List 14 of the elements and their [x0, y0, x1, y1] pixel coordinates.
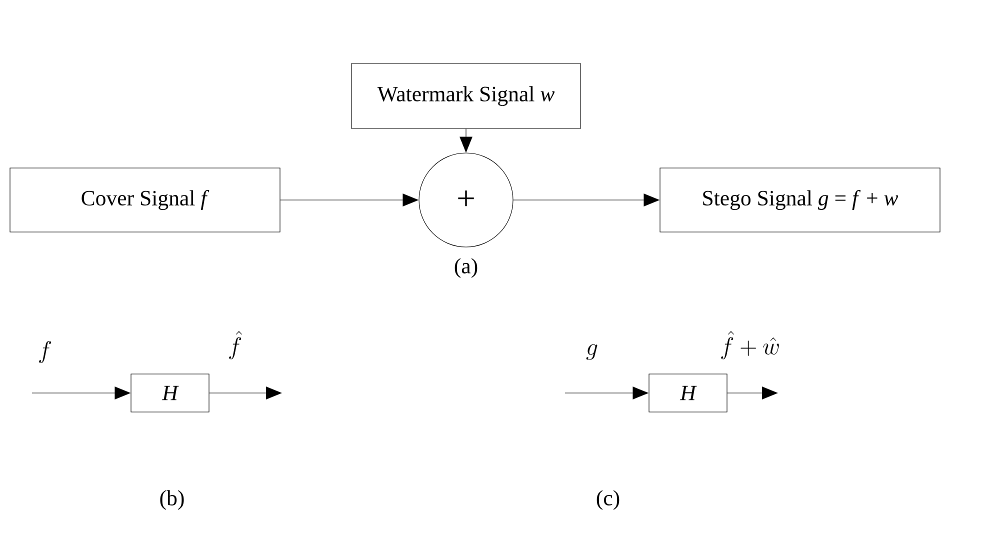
signal-box: Stego Signal g = f + w — [660, 168, 940, 232]
edge-label: $f$ — [39, 340, 52, 364]
signal-box: Watermark Signal w — [351, 63, 581, 129]
panel-label: (b) — [160, 490, 184, 510]
edge-label: $\hat{f}+\hat{w}$ — [721, 331, 779, 360]
filter-box: H — [648, 374, 728, 412]
edge-label: $\hat{f}$ — [229, 331, 242, 360]
arrow — [209, 386, 282, 400]
panel-label: (c) — [596, 490, 620, 510]
signal-box: Cover Signal f — [10, 168, 280, 232]
edge-label: $g$ — [586, 344, 598, 360]
arrow — [727, 386, 778, 400]
summing-junction: + — [418, 152, 514, 248]
filter-box: H — [130, 374, 210, 412]
